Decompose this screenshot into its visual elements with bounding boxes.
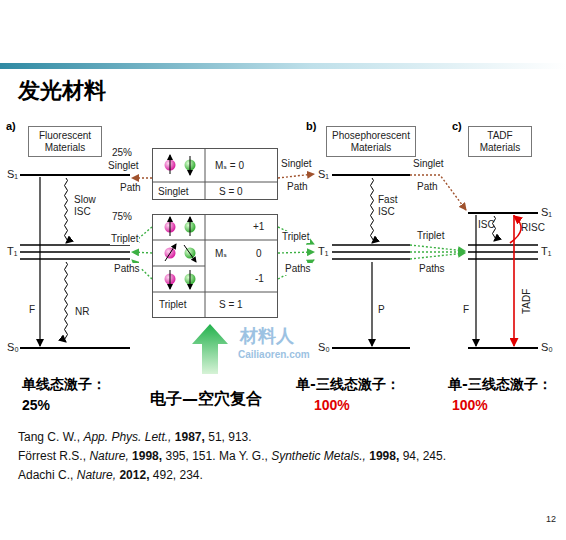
wavy-transition (371, 178, 374, 243)
text-label: Path (417, 181, 438, 193)
node-text: Mₛ (215, 248, 227, 259)
text-label: a) (6, 120, 16, 133)
text-label: Paths (418, 263, 446, 275)
watermark: Cailiaoren.com (238, 349, 310, 361)
text-label: NR (75, 306, 89, 318)
node-text: 0 (256, 248, 262, 259)
text-label: F (29, 304, 35, 316)
text-label: 电子—空穴复合 (150, 390, 262, 408)
text-label: 单-三线态激子： (448, 376, 552, 392)
reference-part: 1998, (132, 449, 162, 463)
text-label: b) (306, 120, 316, 133)
text-label: S₁ (541, 206, 552, 219)
text-label: 25% (112, 147, 132, 159)
text-label: S₀ (541, 341, 553, 354)
text-label: Path (287, 181, 308, 193)
reference-part: 2012, (119, 468, 149, 482)
text-label: S₀ (318, 341, 330, 354)
text-label: P (378, 304, 385, 316)
text-label: 单线态激子： (22, 376, 106, 392)
reference-part: Adachi C., (18, 468, 73, 482)
text-label: F (463, 304, 469, 316)
reference-part: 395, 151. (165, 449, 215, 463)
text-label: T₁ (7, 245, 17, 258)
material-box: TADF Materials (468, 126, 532, 157)
text-label: TADF (521, 289, 533, 314)
reference-part: Förrest R.S., (18, 449, 86, 463)
watermark: 材料人 (240, 326, 294, 347)
reference-part: 492, 234. (153, 468, 203, 482)
node-text: Phosephorescent Materials (331, 130, 411, 153)
text-label: Singlet (281, 158, 312, 170)
text-label: 单-三线态激子： (296, 376, 400, 392)
text-label: Triplet (110, 233, 139, 245)
text-label: S₁ (318, 168, 329, 181)
material-box: Phosephorescent Materials (326, 126, 416, 157)
node-text: Fluorescent Materials (33, 130, 97, 153)
spin-state-box: Singlet Mₛ = 0 S = 0 (152, 148, 278, 200)
slide-title: 发光材料 (18, 76, 106, 106)
node-text: S = 0 (219, 186, 243, 197)
reference-part: 1998, (369, 449, 399, 463)
reference-part: Tang C. W., (18, 430, 80, 444)
reference-part: Nature, (89, 449, 128, 463)
material-box: Fluorescent Materials (28, 126, 102, 157)
text-label: c) (452, 120, 462, 133)
text-label: Fast ISC (378, 194, 406, 217)
text-label: 100% (452, 397, 488, 413)
text-label: ISC (478, 219, 495, 231)
text-label: Triplet (416, 230, 445, 242)
text-label: Singlet (413, 158, 444, 170)
text-label: 100% (314, 397, 350, 413)
text-label: Triplet (281, 231, 310, 243)
text-label: Slow ISC (74, 194, 102, 217)
reference-part: Synthetic Metals., (271, 449, 366, 463)
node-text: TADF Materials (473, 130, 527, 153)
wavy-transition (65, 178, 68, 243)
text-label: Path (120, 182, 141, 194)
text-label: 75% (112, 211, 132, 223)
node-text: Triplet (159, 299, 186, 310)
reference-line: Förrest R.S.,Nature,1998,395, 151.Ma Y. … (18, 449, 449, 463)
text-label: RISC (521, 222, 545, 234)
text-label: T₁ (318, 245, 328, 258)
text-label: 12 (546, 514, 556, 524)
reference-part: 94, 245. (403, 449, 446, 463)
node-text: Singlet (158, 186, 189, 197)
reference-part: 1987, (175, 430, 205, 444)
text-label: S₁ (7, 168, 18, 181)
reference-part: Nature, (77, 468, 116, 482)
node-text: Mₛ = 0 (215, 160, 244, 171)
spin-state-box: Triplet Mₛ +1 0 -1 S = 1 (152, 214, 278, 318)
text-label: T₁ (541, 245, 551, 258)
reference-line: Adachi C., Nature,2012, 492, 234. (18, 468, 206, 482)
reference-line: Tang C. W.,App. Phys. Lett., 1987,51, 913… (18, 430, 255, 444)
text-label: S₀ (7, 341, 19, 354)
reference-part: App. Phys. Lett., (83, 430, 171, 444)
wavy-transition (65, 262, 68, 342)
text-label: Singlet (108, 160, 139, 172)
text-label: 25% (22, 397, 50, 413)
node-text: +1 (253, 221, 264, 232)
reference-part: 51, 913. (208, 430, 251, 444)
text-label: Paths (284, 263, 312, 275)
text-label: Paths (113, 263, 141, 275)
node-text: -1 (255, 273, 264, 284)
reference-part: Ma Y. G., (219, 449, 268, 463)
node-text: S = 1 (219, 299, 243, 310)
